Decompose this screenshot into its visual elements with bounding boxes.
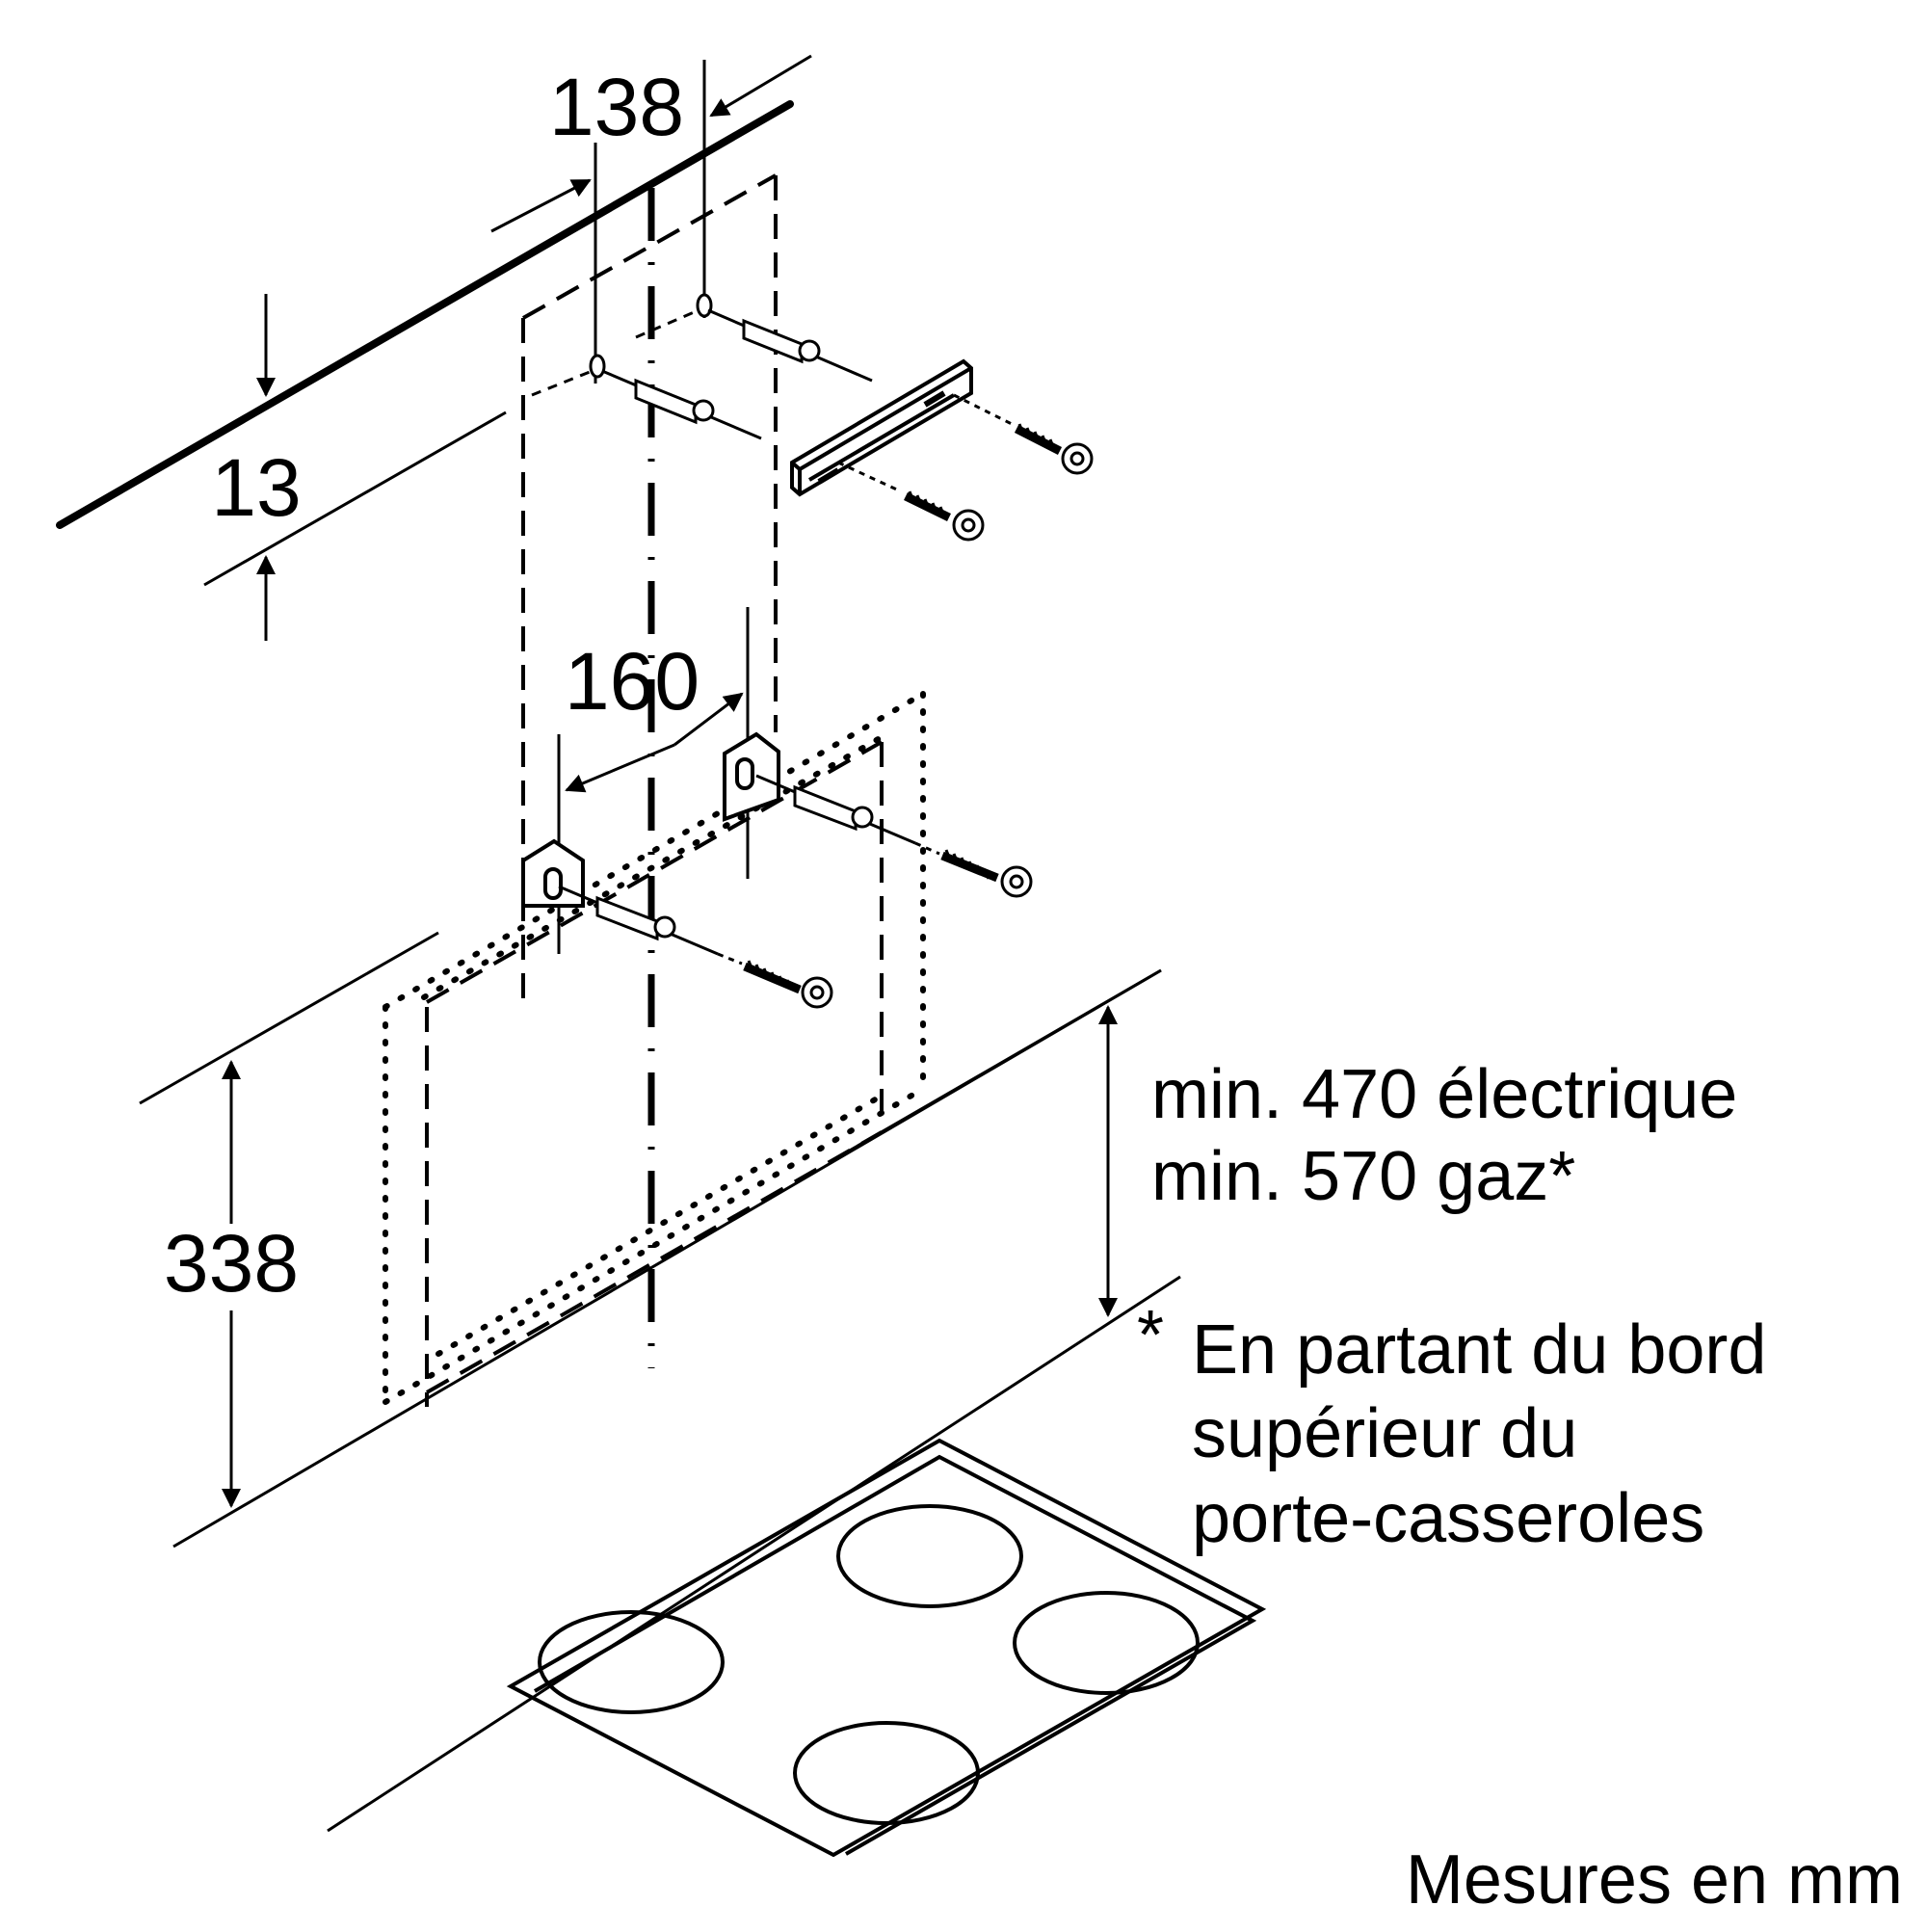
burner-front-right — [1013, 1591, 1200, 1695]
upper-drill-holes — [531, 293, 713, 397]
dimension-338: 338 — [164, 1060, 299, 1508]
dowel-lower-left — [558, 885, 719, 956]
lower-bracket-left — [521, 838, 585, 908]
dimension-338-label: 338 — [164, 1218, 299, 1309]
screw-upper-right — [953, 393, 1094, 475]
burner-front-left — [793, 1721, 980, 1825]
clearance-dimension: min. 470 électrique min. 570 gaz* — [327, 1005, 1737, 1833]
cooktop — [506, 1438, 1267, 1858]
footnote: * En partant du bord supérieur du porte-… — [1137, 1297, 1766, 1557]
footnote-marker: * — [1137, 1297, 1164, 1374]
screw-upper-left — [837, 461, 985, 542]
footnote-line-1: En partant du bord — [1192, 1311, 1766, 1389]
burner-back-right — [836, 1504, 1023, 1608]
dimension-160-label: 160 — [565, 636, 700, 727]
burner-back-left — [538, 1610, 725, 1714]
dowel-lower-right — [755, 774, 916, 845]
dimension-13: 13 — [203, 294, 507, 641]
hood-outline — [383, 691, 926, 1405]
clearance-gas-label: min. 570 gaz* — [1151, 1138, 1575, 1215]
dowel-upper-left — [601, 369, 762, 440]
duct-outline — [521, 173, 778, 1002]
hood-top-reference-line — [139, 931, 439, 1105]
dimension-13-label: 13 — [211, 442, 301, 533]
units-label: Mesures en mm — [1406, 1841, 1903, 1919]
ceiling-line — [56, 100, 794, 529]
upper-mounting-bracket — [790, 358, 973, 497]
hood-bottom-extension — [847, 968, 1162, 1153]
dowel-upper-right — [707, 308, 873, 383]
screw-lower-left — [717, 952, 833, 1009]
clearance-electric-label: min. 470 électrique — [1151, 1056, 1737, 1133]
dimension-138: 138 — [490, 54, 812, 384]
screw-lower-right — [914, 841, 1033, 898]
dimension-138-label: 138 — [549, 62, 684, 152]
footnote-line-3: porte-casseroles — [1192, 1480, 1704, 1557]
chimney-lower-outline — [425, 740, 884, 1407]
lower-bracket-right — [723, 731, 780, 822]
footnote-line-2: supérieur du — [1192, 1395, 1577, 1472]
